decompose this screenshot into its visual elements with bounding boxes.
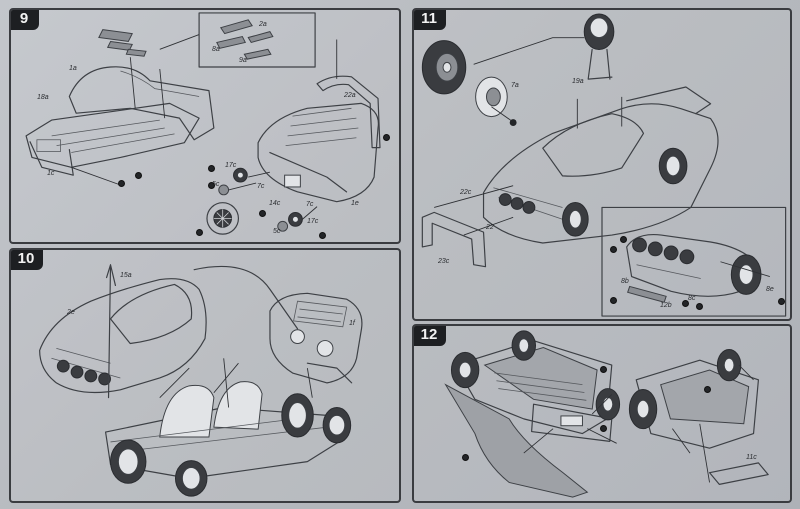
part-label-8b: 8b [621,278,629,285]
part-label-2a: 2a [259,21,267,28]
part-label-5c-bottom: 5c [273,228,281,235]
chassis-underside-right [635,359,760,449]
attach-point-marker [118,180,125,187]
seat-left [159,384,215,438]
step-12-illustration [444,330,769,498]
lens-detail-circle [206,202,240,235]
part-label-22a: 22a [344,92,356,99]
detail-inset-11 [601,206,787,317]
part-label-22c: 22c [460,189,472,196]
chassis-underside-left [454,340,613,435]
part-label-23c: 23c [438,258,450,265]
part-label-15a: 15a [120,272,132,279]
part-label-8c: 8c [688,295,696,302]
part-label-14c: 14c [269,200,281,207]
part-label-18a: 18a [37,94,49,101]
attach-point-marker [319,232,326,239]
part-label-1a: 1a [69,65,77,72]
rear-spoiler [316,75,381,149]
attach-point-marker [620,236,627,243]
step-10-panel: 10 [9,248,401,503]
part-label-11c: 11c [746,454,757,461]
body-shell [68,66,215,141]
part-11c-bar [708,462,769,485]
part-label-7a: 7a [511,82,519,89]
part-label-22: 22 [486,224,494,231]
part-label-17c: 17c [225,162,237,169]
part-label-19a: 19a [572,78,584,85]
attach-point-marker [778,298,785,305]
attach-point-marker [259,210,266,217]
rear-body-shell [269,292,363,384]
part-label-8e: 8e [766,286,774,293]
main-car-body [482,103,719,244]
attach-point-marker [610,246,617,253]
step-9-illustration [25,12,381,235]
attach-point-marker [610,297,617,304]
rear-body [257,102,379,203]
attach-point-marker [682,300,689,307]
part-label-9a: 9a [239,57,247,64]
attach-point-marker [600,425,607,432]
attach-point-marker [208,165,215,172]
step-11-panel: 11 [412,8,792,321]
attach-point-marker [704,386,711,393]
attach-point-marker [135,172,142,179]
step-9-number: 9 [11,10,39,30]
windscreen [109,283,193,345]
step-12-panel: 12 11c [412,324,792,503]
rear-wing [626,86,712,115]
step-9-panel: 9 [9,8,401,244]
floor-pan [25,102,200,168]
part-label-7c-b: 7c [306,201,314,208]
license-plate [284,174,301,188]
step-10-illustration [39,264,363,497]
part-label-1f: 1f [349,320,355,327]
step-12-number: 12 [414,326,446,346]
light-bar-frame [421,211,487,268]
step-11-number: 11 [414,10,446,30]
attach-point-marker [696,303,703,310]
part-label-8a: 8a [212,46,220,53]
attach-point-marker [208,182,215,189]
bumper-part [627,285,667,303]
attach-point-marker [600,366,607,373]
attach-point-marker [196,229,203,236]
front-body-shell [39,278,207,394]
part-label-5c-top: 5c [212,181,220,188]
detail-inset-box [198,12,316,68]
part-label-1e: 1e [351,200,359,207]
attach-point-marker [462,454,469,461]
step-10-number: 10 [11,250,43,270]
windscreen-11 [542,113,645,177]
part-label-2e: 2e [67,309,75,316]
part-label-12b: 12b [660,302,672,309]
seat-right [213,381,263,430]
part-label-1c: 1c [47,170,55,177]
step-11-illustration [421,13,787,317]
attach-point-marker [383,134,390,141]
part-label-7c: 7c [257,183,265,190]
hand-illustration [444,383,589,498]
part-label-17c-b: 17c [307,218,319,225]
